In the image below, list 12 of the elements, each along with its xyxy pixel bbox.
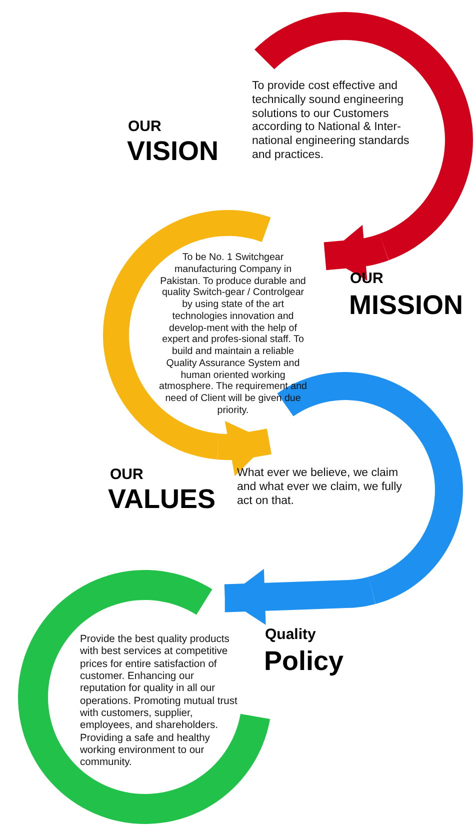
section-heading: VALUES bbox=[108, 486, 216, 513]
section-heading: OUR bbox=[350, 271, 384, 286]
section-heading: OUR bbox=[110, 467, 144, 482]
statement-text: To be No. 1 Switchgear manufacturing Company in Pakistan. To produce durable and quality Switch-gear / Controlgear by using state of the art technologies innovation and develop-ment with the help of expert and profes-sional staff. To build and maintain a reliable Quality Assurance System and human oriented working atmosphere. The requirement and need of Client will be given due priority. bbox=[158, 252, 308, 416]
statement-text: To provide cost effective and technically sound engineering solutions to our Customers according to National & Inter-national engineering standards and practices. bbox=[252, 80, 410, 163]
section-heading: MISSION bbox=[349, 292, 464, 319]
section-heading: Quality bbox=[265, 627, 316, 642]
statement-text: Provide the best quality products with best services at competitive prices for entire satisfaction of customer. Enhancing our reputation for quality in all our operations. Promoting mutual trust with customers, supplier, employees, and shareholders. Providing a safe and healthy working environment to our community. bbox=[80, 634, 238, 770]
section-heading: Policy bbox=[264, 648, 344, 675]
section-heading: VISION bbox=[127, 138, 219, 165]
section-heading: OUR bbox=[128, 119, 162, 134]
statement-text: What ever we believe, we claim and what ever we claim, we fully act on that. bbox=[237, 467, 402, 508]
